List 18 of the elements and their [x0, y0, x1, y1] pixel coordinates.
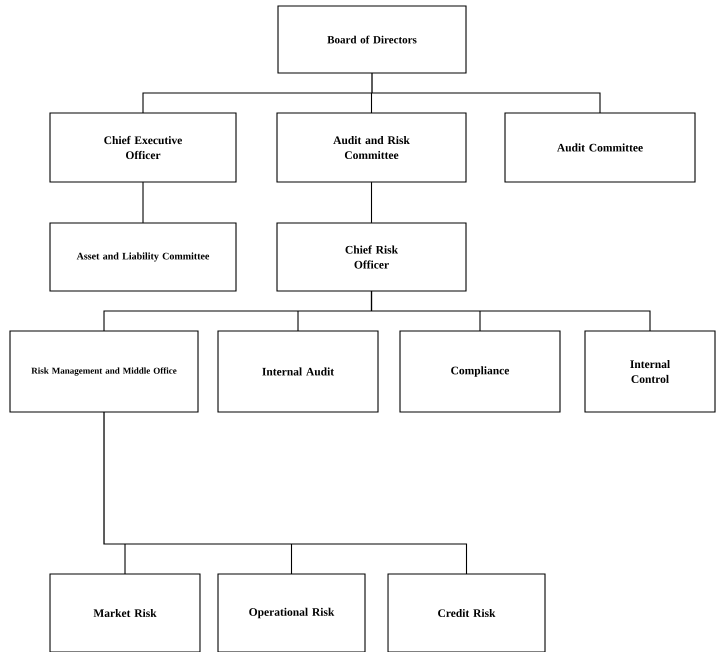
org-box: Operational Risk: [217, 573, 366, 652]
org-box: Chief Executive Officer: [49, 112, 237, 183]
org-box: Credit Risk: [387, 573, 546, 652]
org-box: Audit and Risk Committee: [276, 112, 467, 183]
connector-line: [370, 182, 372, 222]
org-box: Board of Directors: [277, 5, 467, 74]
org-box: Internal Control: [584, 330, 716, 413]
org-box: Compliance: [399, 330, 561, 413]
connector-line: [370, 292, 651, 330]
connector-line: [371, 74, 601, 112]
org-box: Market Risk: [49, 573, 201, 652]
org-box: Risk Management and Middle Office: [9, 330, 199, 413]
connector-line: [103, 412, 468, 574]
org-box: Audit Committee: [504, 112, 696, 183]
connector-line: [142, 182, 144, 222]
org-box: Asset and Liability Committee: [49, 222, 237, 292]
org-box: Internal Audit: [217, 330, 379, 413]
org-box: Chief Risk Officer: [276, 222, 467, 292]
